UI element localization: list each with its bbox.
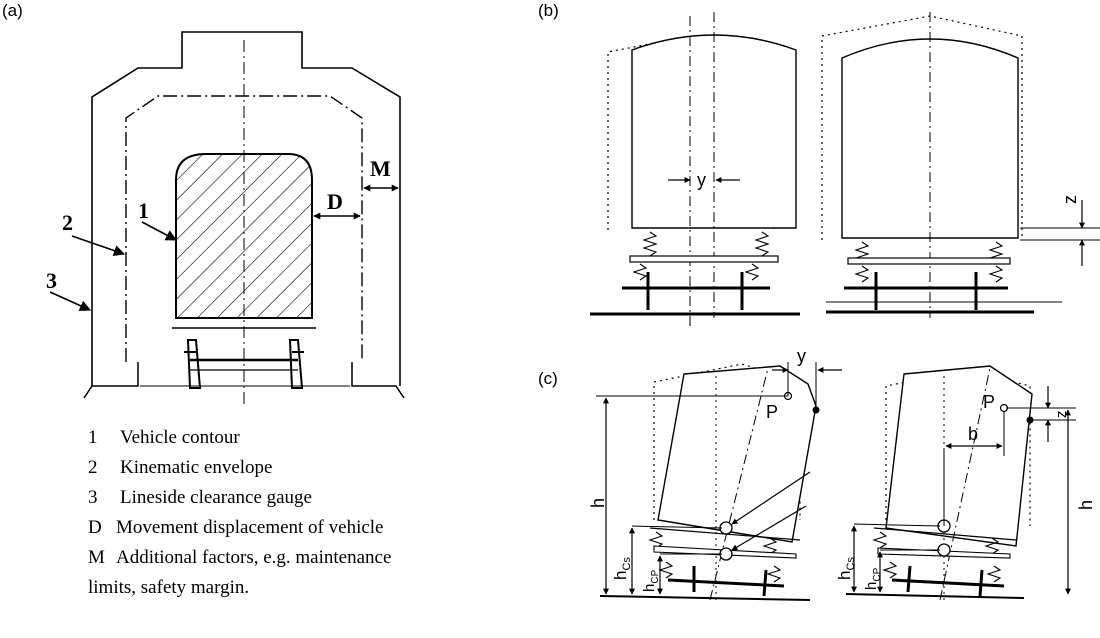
legend-text-1: Vehicle contour xyxy=(120,427,240,448)
label-c-h-right: h xyxy=(1076,500,1096,510)
vehicle-c-right: P b z h hCs hCP xyxy=(835,365,1096,601)
label-m: M xyxy=(370,156,391,181)
label-c-hcs-right: hCs xyxy=(835,557,857,580)
leader-1 xyxy=(141,221,177,241)
legend-text-m: Additional factors, e.g. maintenance xyxy=(116,547,391,568)
vehicle-c-left: P y h hCs hCP xyxy=(588,346,842,601)
label-c-b: b xyxy=(968,424,978,444)
body-c-left xyxy=(657,365,817,543)
label-d: D xyxy=(327,189,343,214)
legend-key-1: 1 xyxy=(88,427,98,448)
legend-text-d: Movement displacement of vehicle xyxy=(116,517,384,538)
marker-1: 1 xyxy=(138,198,149,223)
label-c-hcp-left: hCP xyxy=(641,569,661,592)
legend-key-d: D xyxy=(88,517,102,538)
label-c-y: y xyxy=(797,346,806,366)
legend-key-2: 2 xyxy=(88,457,98,478)
label-c-hcs-left: hCs xyxy=(611,557,633,580)
legend: 1 Vehicle contour 2 Kinematic envelope 3… xyxy=(88,427,391,598)
vehicle-b-left: y xyxy=(590,12,800,326)
panel-a-label: (a) xyxy=(2,1,23,20)
label-c-h-left: h xyxy=(588,498,608,508)
label-c-z: z xyxy=(1053,411,1070,419)
label-c-p-right: P xyxy=(983,392,995,412)
panel-c: (c) P y xyxy=(538,346,1096,601)
panel-b: (b) y xyxy=(538,1,1100,326)
ground-base xyxy=(83,362,405,399)
label-c-hcp-right: hCP xyxy=(863,567,883,590)
lineside-clearance-gauge xyxy=(91,31,401,386)
marker-2: 2 xyxy=(62,210,73,235)
label-b-y: y xyxy=(697,170,706,190)
leader-2 xyxy=(71,235,126,256)
vehicle-b-right: z xyxy=(821,12,1100,318)
body-c-right xyxy=(885,365,1033,547)
leader-3 xyxy=(49,291,92,311)
legend-key-3: 3 xyxy=(88,487,98,508)
legend-key-m: M xyxy=(88,547,105,568)
legend-text-2: Kinematic envelope xyxy=(120,457,272,478)
legend-text-3: Lineside clearance gauge xyxy=(120,487,312,508)
vehicle-contour xyxy=(175,153,313,319)
marker-3: 3 xyxy=(46,268,57,293)
wheelset xyxy=(184,339,304,389)
label-c-p-left: P xyxy=(766,402,778,422)
panel-b-label: (b) xyxy=(538,1,559,20)
label-b-z: z xyxy=(1060,195,1080,204)
panel-a: (a) D M 1 2 xyxy=(2,1,405,404)
legend-text-cont: limits, safety margin. xyxy=(88,577,249,598)
panel-c-label: (c) xyxy=(538,369,558,388)
